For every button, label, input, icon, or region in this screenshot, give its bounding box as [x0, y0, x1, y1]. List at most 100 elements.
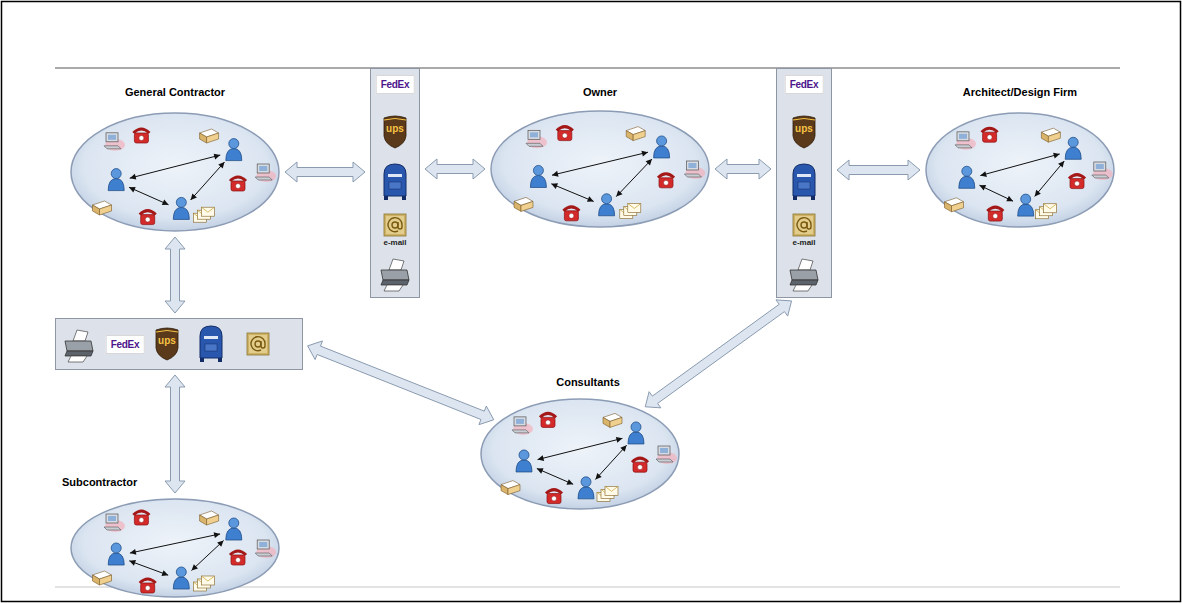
party-label: Consultants: [556, 376, 620, 388]
mail-stack-icon: [1036, 204, 1057, 219]
contact-arrow: [980, 153, 1059, 177]
person-icon: [226, 518, 242, 540]
contact-arrow: [551, 183, 593, 202]
in-tray-icon: [200, 511, 219, 525]
person-icon: [578, 477, 594, 499]
phone-icon: [540, 413, 556, 427]
phone-icon: [133, 129, 149, 143]
computer-icon: [104, 514, 125, 532]
panel-outline: [777, 69, 832, 298]
carrier-label: e-mail: [792, 238, 815, 247]
email-icon: [384, 214, 406, 236]
phone-icon: [140, 211, 156, 225]
carrier-label: ups: [158, 335, 176, 346]
in-tray-icon: [93, 571, 112, 585]
contact-arrow: [595, 445, 626, 479]
mail-stack-icon: [193, 576, 214, 591]
mailbox-icon: [384, 164, 406, 200]
person-icon: [1018, 194, 1034, 216]
mail-stack-icon: [597, 486, 618, 501]
printer-icon: [381, 259, 409, 291]
email-icon: [247, 333, 269, 355]
mail-stack-icon: [193, 207, 214, 222]
person-icon: [516, 450, 532, 472]
mailbox-icon: [793, 164, 815, 200]
person-icon: [108, 169, 124, 191]
party-label: Owner: [583, 86, 617, 98]
computer-icon: [512, 417, 533, 435]
contact-arrow: [129, 187, 168, 205]
ellipse-shape: [480, 398, 680, 510]
in-tray-icon: [501, 481, 520, 495]
phone-icon: [230, 551, 246, 565]
printer-icon: [790, 259, 818, 291]
person-icon: [1065, 137, 1081, 159]
email-icon: [793, 214, 815, 236]
exchange-arrow: [308, 341, 494, 425]
party-ellipse: Architect/Design Firm: [925, 112, 1115, 228]
ellipse-shape: [925, 112, 1115, 228]
contact-arrow: [552, 151, 648, 177]
party-ellipse: Subcontractor: [70, 498, 280, 598]
panel-shape: [776, 68, 832, 298]
ellipse-shape: [70, 112, 280, 232]
exchange-arrow: [165, 237, 185, 313]
in-tray-icon: [1041, 128, 1060, 142]
top-rule: [55, 68, 1120, 69]
printer-icon: [65, 330, 93, 362]
party-label: Architect/Design Firm: [963, 86, 1077, 98]
party-outline: [491, 111, 709, 227]
contact-arrow: [130, 154, 220, 180]
computer-icon: [255, 540, 276, 558]
carrier-label: FedEx: [376, 75, 415, 94]
exchange-arrow: [715, 159, 771, 179]
contact-arrow: [979, 185, 1013, 201]
panel-shape: [370, 68, 420, 298]
phone-icon: [230, 177, 246, 191]
contact-arrow: [1035, 161, 1065, 196]
phone-icon: [632, 458, 648, 472]
contact-arrow: [537, 468, 573, 484]
panel-outline: [371, 69, 420, 298]
in-tray-icon: [626, 127, 645, 141]
carrier-label: FedEx: [106, 335, 145, 354]
carrier-label: ups: [795, 123, 813, 134]
party-label: General Contractor: [125, 86, 225, 98]
phone-icon: [982, 128, 998, 142]
delivery-panel: FedEx ups: [55, 318, 303, 370]
party-outline: [71, 499, 279, 597]
person-icon: [108, 543, 124, 565]
computer-icon: [684, 161, 705, 179]
party-ellipse: Owner: [490, 110, 710, 228]
phone-icon: [133, 511, 149, 525]
phone-icon: [140, 579, 156, 593]
phone-icon: [563, 207, 579, 221]
computer-icon: [255, 164, 276, 182]
party-outline: [926, 113, 1114, 227]
ellipse-shape: [490, 110, 710, 228]
person-icon: [628, 422, 644, 444]
contact-arrow: [616, 159, 652, 197]
contact-arrow: [192, 541, 224, 571]
phone-icon: [557, 127, 573, 141]
party-label: Subcontractor: [62, 476, 137, 488]
carrier-label: ups: [386, 123, 404, 134]
party-outline: [481, 399, 679, 509]
computer-icon: [1092, 162, 1113, 180]
ellipse-shape: [70, 498, 280, 598]
contact-arrow: [130, 532, 220, 555]
person-icon: [173, 567, 189, 589]
person-icon: [959, 166, 975, 188]
panel-outline: [56, 319, 303, 370]
phone-icon: [1069, 175, 1085, 189]
person-icon: [530, 165, 546, 187]
in-tray-icon: [603, 413, 622, 427]
computer-icon: [526, 130, 547, 148]
contact-arrow: [129, 560, 168, 576]
party-outline: [71, 113, 279, 231]
carrier-label: e-mail: [383, 238, 406, 247]
exchange-arrow: [645, 300, 791, 408]
computer-icon: [955, 132, 976, 150]
